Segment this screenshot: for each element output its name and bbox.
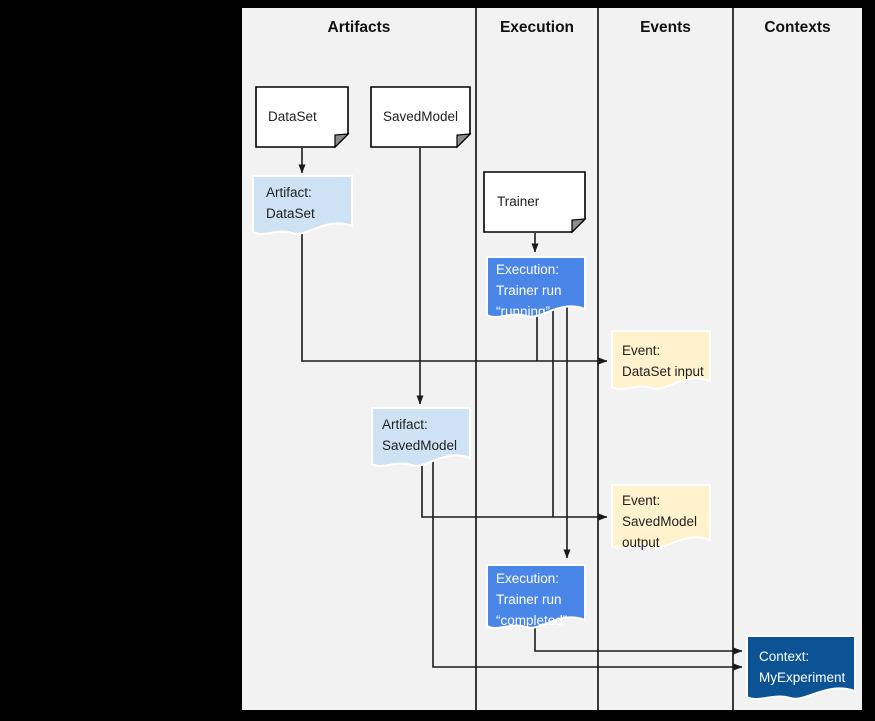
artifact-dataset-line1: Artifact:	[266, 185, 312, 200]
artifact-savedmodel-shape	[371, 407, 471, 467]
dataset-node-label: DataSet	[268, 106, 317, 127]
artifact-savedmodel-line1: Artifact:	[382, 417, 428, 432]
event-savedmodel-output-line3: output	[622, 535, 660, 550]
event-savedmodel-output-label: Event: SavedModel output	[622, 490, 697, 553]
column-header-artifacts: Artifacts	[327, 19, 391, 36]
event-dataset-input-shape	[611, 330, 711, 390]
connector-artifactsavedmodel-to-event	[421, 450, 608, 521]
dataset-fold-corner-icon	[334, 133, 350, 149]
trainer-fold-corner-icon	[571, 218, 587, 234]
execution-running-shape	[486, 256, 586, 318]
trainer-node-label: Trainer	[497, 191, 539, 212]
event-dataset-input-label: Event: DataSet input	[622, 340, 704, 382]
execution-completed-label: Execution: Trainer run “completed”	[496, 568, 567, 631]
execution-running-line2: Trainer run	[496, 283, 562, 298]
source-doc-shapes	[255, 86, 587, 234]
savedmodel-fold-corner-icon	[456, 133, 472, 149]
connector-artifactsavedmodel-to-context	[432, 450, 743, 671]
execution-completed-shape	[486, 564, 586, 629]
execution-completed-line3: “completed”	[496, 613, 568, 628]
event-savedmodel-output-line2: SavedModel	[622, 514, 698, 529]
column-header-execution: Execution	[499, 19, 575, 36]
artifact-savedmodel-label: Artifact: SavedModel	[382, 414, 457, 456]
connector-artifactdataset-to-event	[301, 220, 608, 365]
event-savedmodel-output-line1: Event:	[622, 493, 661, 508]
execution-running-line3: “running”	[496, 304, 551, 319]
artifact-dataset-label: Artifact: DataSet	[266, 182, 315, 224]
artifact-dataset-line2: DataSet	[266, 206, 315, 221]
execution-completed-line1: Execution:	[496, 571, 560, 586]
event-dataset-input-line2: DataSet input	[622, 364, 704, 379]
event-dataset-input-line1: Event:	[622, 343, 661, 358]
context-myexperiment-label: Context: MyExperiment	[759, 646, 845, 688]
context-myexperiment-shape	[746, 635, 856, 700]
record-shapes	[252, 175, 856, 700]
savedmodel-node-label: SavedModel	[383, 106, 458, 127]
event-savedmodel-output-shape	[611, 484, 711, 549]
dataset-label: DataSet	[268, 109, 317, 124]
artifact-savedmodel-line2: SavedModel	[382, 438, 458, 453]
savedmodel-label: SavedModel	[383, 109, 459, 124]
execution-completed-line2: Trainer run	[496, 592, 562, 607]
execution-running-line1: Execution:	[496, 262, 560, 277]
context-myexperiment-line2: MyExperiment	[759, 670, 846, 685]
column-header-events: Events	[640, 19, 691, 36]
column-dividers	[475, 8, 734, 710]
context-myexperiment-line1: Context:	[759, 649, 810, 664]
column-header-contexts: Contexts	[764, 19, 831, 36]
artifact-dataset-shape	[252, 175, 353, 235]
execution-running-label: Execution: Trainer run “running”	[496, 259, 562, 322]
trainer-label: Trainer	[497, 194, 540, 209]
